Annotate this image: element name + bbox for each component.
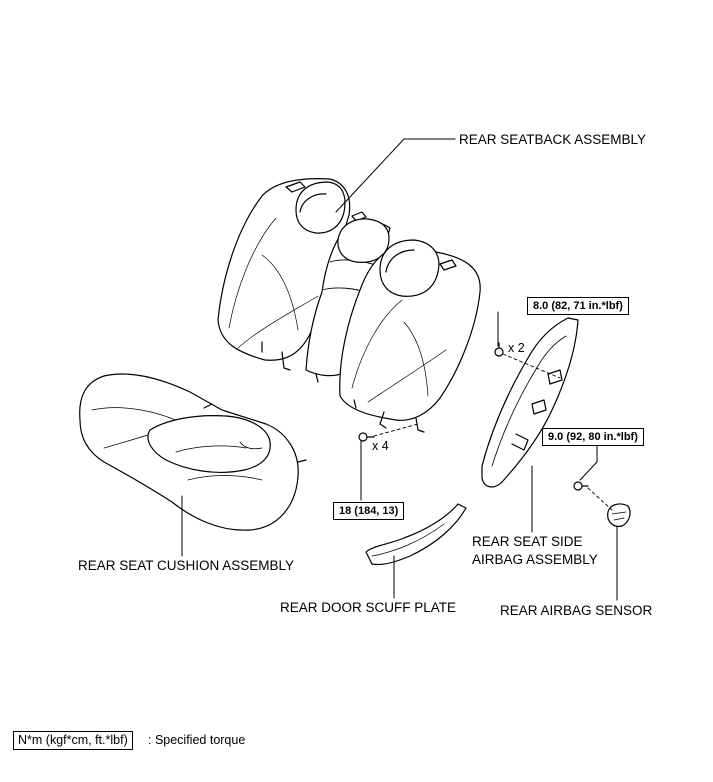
seatback-bolt-icon	[358, 432, 375, 442]
installation-lines	[373, 353, 613, 511]
leader-lines	[181, 138, 618, 601]
label-rear-door-scuff-plate: REAR DOOR SCUFF PLATE	[280, 600, 457, 615]
rear-seat-cushion-assembly	[79, 373, 307, 531]
label-rear-seat-side-airbag-line2: AIRBAG ASSEMBLY	[472, 552, 598, 567]
legend-description: : Specified torque	[148, 733, 246, 747]
rear-seat-side-airbag-assembly	[481, 317, 579, 488]
torque-box-seatback-bolt: 18 (184, 13)	[333, 502, 405, 520]
qty-seatback-bolts: x 4	[372, 439, 389, 453]
sensor-bolt-icon	[573, 481, 589, 491]
label-rear-seatback-assembly: REAR SEATBACK ASSEMBLY	[459, 132, 647, 147]
airbag-bolt-icon	[494, 342, 504, 357]
rear-door-scuff-plate	[365, 503, 467, 566]
legend-unit-box: N*m (kgf*cm, ft.*lbf)	[13, 731, 133, 750]
torque-box-airbag-bolt: 8.0 (82, 71 in.*lbf)	[527, 297, 629, 315]
rear-airbag-sensor	[607, 503, 631, 527]
label-rear-seat-side-airbag-line1: REAR SEAT SIDE	[472, 534, 583, 549]
rear-seatback-assembly	[217, 178, 481, 433]
qty-airbag-bolts: x 2	[508, 341, 525, 355]
label-rear-seat-cushion-assembly: REAR SEAT CUSHION ASSEMBLY	[78, 558, 295, 573]
label-rear-airbag-sensor: REAR AIRBAG SENSOR	[500, 603, 653, 618]
torque-box-sensor-bolt: 9.0 (92, 80 in.*lbf)	[542, 428, 644, 446]
